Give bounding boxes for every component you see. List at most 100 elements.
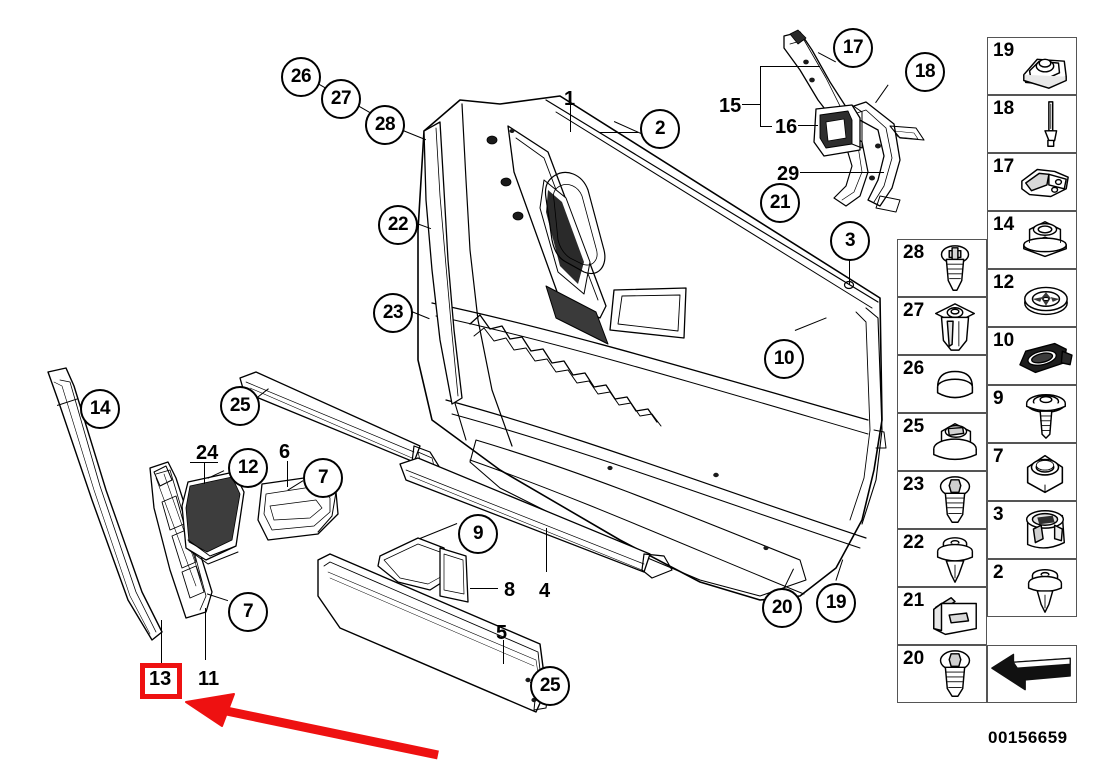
callout-26-label: 26	[290, 66, 312, 87]
legend-cell-26[interactable]: 26	[897, 355, 987, 413]
legend-cell-20[interactable]: 20	[897, 645, 987, 703]
callout-23[interactable]: 23	[373, 293, 413, 333]
leader-line-15-top	[760, 66, 820, 68]
callout-plain-13[interactable]: 13	[149, 668, 171, 691]
callout-7-lower[interactable]: 7	[228, 592, 268, 632]
callout-plain-4[interactable]: 4	[539, 580, 550, 603]
legend-cell-27[interactable]: 27	[897, 297, 987, 355]
expansion-rivet-pin-icon	[1044, 101, 1058, 147]
callout-9[interactable]: 9	[458, 514, 498, 554]
callout-9-label: 9	[472, 523, 484, 544]
leader-line-24	[204, 462, 206, 484]
callout-plain-1[interactable]: 1	[564, 88, 575, 111]
legend-label-14: 14	[993, 214, 1015, 235]
callout-12-label: 12	[237, 457, 259, 478]
leader-line-8	[470, 588, 498, 590]
callout-26[interactable]: 26	[281, 57, 321, 97]
callout-plain-5[interactable]: 5	[496, 622, 507, 645]
callout-17[interactable]: 17	[833, 28, 873, 68]
legend-cell-2[interactable]: 2	[987, 559, 1077, 617]
callout-plain-13-label: 13	[149, 668, 172, 690]
legend-cell-17[interactable]: 17	[987, 153, 1077, 211]
legend-label-17: 17	[993, 156, 1015, 177]
callout-20[interactable]: 20	[762, 588, 802, 628]
clip-nut-plate-icon	[1023, 58, 1067, 89]
callout-25-bottom[interactable]: 25	[530, 666, 570, 706]
callout-28[interactable]: 28	[365, 105, 405, 145]
legend-cell-12[interactable]: 12	[987, 269, 1077, 327]
callout-7-lower-label: 7	[242, 601, 254, 622]
leader-line-15-bottom	[760, 126, 772, 128]
legend-label-22: 22	[903, 532, 925, 553]
callout-22[interactable]: 22	[378, 205, 418, 245]
legend-label-7: 7	[993, 446, 1004, 467]
legend-label-9: 9	[993, 388, 1004, 409]
legend-cell-21[interactable]: 21	[897, 587, 987, 645]
callout-plain-16[interactable]: 16	[775, 116, 797, 139]
legend-cell-arrow[interactable]	[987, 645, 1077, 703]
callout-10[interactable]: 10	[764, 339, 804, 379]
legend-label-21: 21	[903, 590, 925, 611]
legend-cell-9[interactable]: 9	[987, 385, 1077, 443]
callout-27[interactable]: 27	[321, 79, 361, 119]
leader-line-29	[800, 172, 884, 174]
callout-12[interactable]: 12	[228, 448, 268, 488]
legend-label-3: 3	[993, 504, 1004, 525]
callout-14[interactable]: 14	[80, 389, 120, 429]
bold-left-arrow-icon	[991, 653, 1071, 691]
legend-label-12: 12	[993, 272, 1015, 293]
callout-25-bottom-label: 25	[539, 675, 561, 696]
callout-plain-11[interactable]: 11	[198, 668, 219, 691]
callout-14-label: 14	[89, 398, 111, 419]
push-pin-rivet-icon	[1027, 568, 1063, 613]
callout-plain-8[interactable]: 8	[504, 579, 515, 602]
legend-label-10: 10	[993, 330, 1015, 351]
callout-plain-29-label: 29	[777, 163, 800, 185]
callout-25-top-label: 25	[229, 395, 251, 416]
torx-screw-20-icon	[939, 650, 971, 697]
leader-line-13	[161, 620, 163, 664]
callout-25-top[interactable]: 25	[220, 386, 260, 426]
callout-7-upper[interactable]: 7	[303, 458, 343, 498]
leader-line-16	[798, 125, 818, 127]
leader-line-5	[503, 640, 505, 664]
legend-label-23: 23	[903, 474, 925, 495]
callout-18[interactable]: 18	[905, 52, 945, 92]
diagram-number: 00156659	[988, 728, 1068, 747]
callout-21[interactable]: 21	[760, 183, 800, 223]
callout-plain-24[interactable]: 24	[196, 442, 218, 465]
callout-plain-15[interactable]: 15	[719, 95, 741, 118]
callout-7-upper-label: 7	[317, 467, 329, 488]
leader-line-15	[742, 104, 760, 106]
leader-line-2	[600, 132, 638, 134]
callout-plain-6-label: 6	[279, 441, 291, 463]
callout-18-label: 18	[914, 61, 936, 82]
callout-3[interactable]: 3	[830, 221, 870, 261]
legend-cell-14[interactable]: 14	[987, 211, 1077, 269]
callout-21-label: 21	[769, 192, 791, 213]
legend-cell-19[interactable]: 19	[987, 37, 1077, 95]
leader-line-11	[205, 608, 207, 660]
oval-emblem-badge-icon	[1019, 342, 1073, 374]
callout-plain-1-label: 1	[564, 88, 576, 110]
legend-cell-22[interactable]: 22	[897, 529, 987, 587]
callout-2[interactable]: 2	[640, 109, 680, 149]
leader-line-15-bracket	[760, 66, 762, 126]
leader-line-3	[849, 243, 851, 285]
legend-cell-18[interactable]: 18	[987, 95, 1077, 153]
callout-plain-6[interactable]: 6	[279, 441, 290, 464]
legend-cell-3[interactable]: 3	[987, 501, 1077, 559]
legend-cell-28[interactable]: 28	[897, 239, 987, 297]
callout-23-label: 23	[382, 302, 404, 323]
callout-19[interactable]: 19	[816, 583, 856, 623]
legend-cell-7[interactable]: 7	[987, 443, 1077, 501]
callout-plain-29[interactable]: 29	[777, 163, 799, 186]
legend-cell-25[interactable]: 25	[897, 413, 987, 471]
callout-plain-15-label: 15	[719, 95, 742, 117]
callout-28-label: 28	[374, 114, 396, 135]
washer-head-screw-icon	[1025, 394, 1066, 439]
rotary-expansion-nut-icon	[1024, 286, 1068, 316]
legend-cell-23[interactable]: 23	[897, 471, 987, 529]
legend-cell-10[interactable]: 10	[987, 327, 1077, 385]
flange-lock-nut-icon	[1023, 220, 1067, 258]
